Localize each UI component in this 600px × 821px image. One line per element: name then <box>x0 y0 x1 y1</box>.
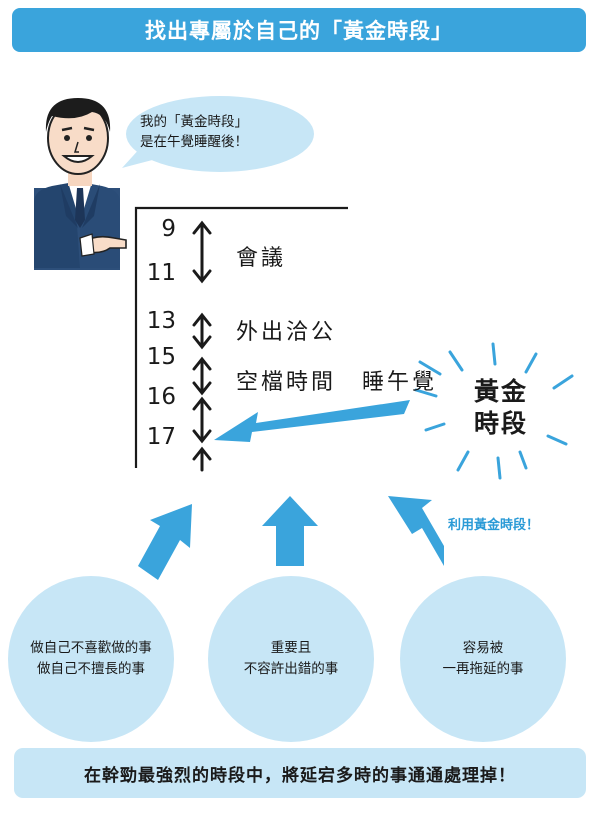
circle-line-1: 重要且 <box>270 640 312 656</box>
event-label: 外出洽公 <box>236 320 337 345</box>
hour-label: 13 <box>146 308 176 334</box>
hour-label: 16 <box>146 384 176 410</box>
conclusion-text: 在幹勁最強烈的時段中，將延宕多時的事通通處理掉！ <box>84 765 516 786</box>
hour-label: 11 <box>146 260 176 286</box>
up-arrow-icon <box>138 504 192 580</box>
golden-time-line-1: 黃金 <box>473 377 528 406</box>
page-title: 找出專屬於自己的「黃金時段」 <box>145 19 453 43</box>
up-arrow-icon <box>262 496 318 566</box>
golden-time-label: 黃金 時段 <box>456 376 546 440</box>
bubble-line-2: 是在午覺睡醒後！ <box>140 134 248 150</box>
use-golden-label: 利用黃金時段！ <box>448 518 540 533</box>
sunburst-icon <box>414 342 574 480</box>
speech-bubble-icon <box>122 96 314 172</box>
conclusion-bar: 在幹勁最強烈的時段中，將延宕多時的事通通處理掉！ <box>14 748 586 798</box>
event-label: 會議 <box>236 246 287 271</box>
circle-line-2: 不容許出錯的事 <box>243 661 339 677</box>
double-arrow-icon <box>192 356 212 396</box>
bubble-line-1: 我的「黃金時段」 <box>140 114 248 130</box>
circle-line-2: 一再拖延的事 <box>442 661 524 677</box>
circle-line-1: 容易被 <box>462 640 504 656</box>
double-arrow-icon <box>192 220 212 284</box>
task-circle: 做自己不喜歡做的事 做自己不擅長的事 <box>8 576 174 742</box>
up-arrow-icon <box>192 446 212 472</box>
circle-line-1: 做自己不喜歡做的事 <box>30 640 152 656</box>
hour-label: 15 <box>146 344 176 370</box>
task-circle: 重要且 不容許出錯的事 <box>208 576 374 742</box>
pointer-arrow-icon <box>214 400 410 442</box>
task-circle: 容易被 一再拖延的事 <box>400 576 566 742</box>
businessman-illustration <box>34 98 127 270</box>
golden-time-line-2: 時段 <box>473 409 528 438</box>
double-arrow-icon <box>192 312 212 350</box>
hour-label: 9 <box>161 216 176 242</box>
circle-line-2: 做自己不擅長的事 <box>37 661 145 677</box>
speech-bubble-text: 我的「黃金時段」 是在午覺睡醒後！ <box>140 112 300 152</box>
event-label: 空檔時間 <box>236 370 337 395</box>
hour-label: 17 <box>146 424 176 450</box>
double-arrow-icon <box>192 396 212 444</box>
up-arrow-icon <box>388 496 444 566</box>
event-label: 睡午覺 <box>362 370 438 395</box>
title-bar: 找出專屬於自己的「黃金時段」 <box>12 8 586 52</box>
timeline-frame <box>134 206 348 468</box>
